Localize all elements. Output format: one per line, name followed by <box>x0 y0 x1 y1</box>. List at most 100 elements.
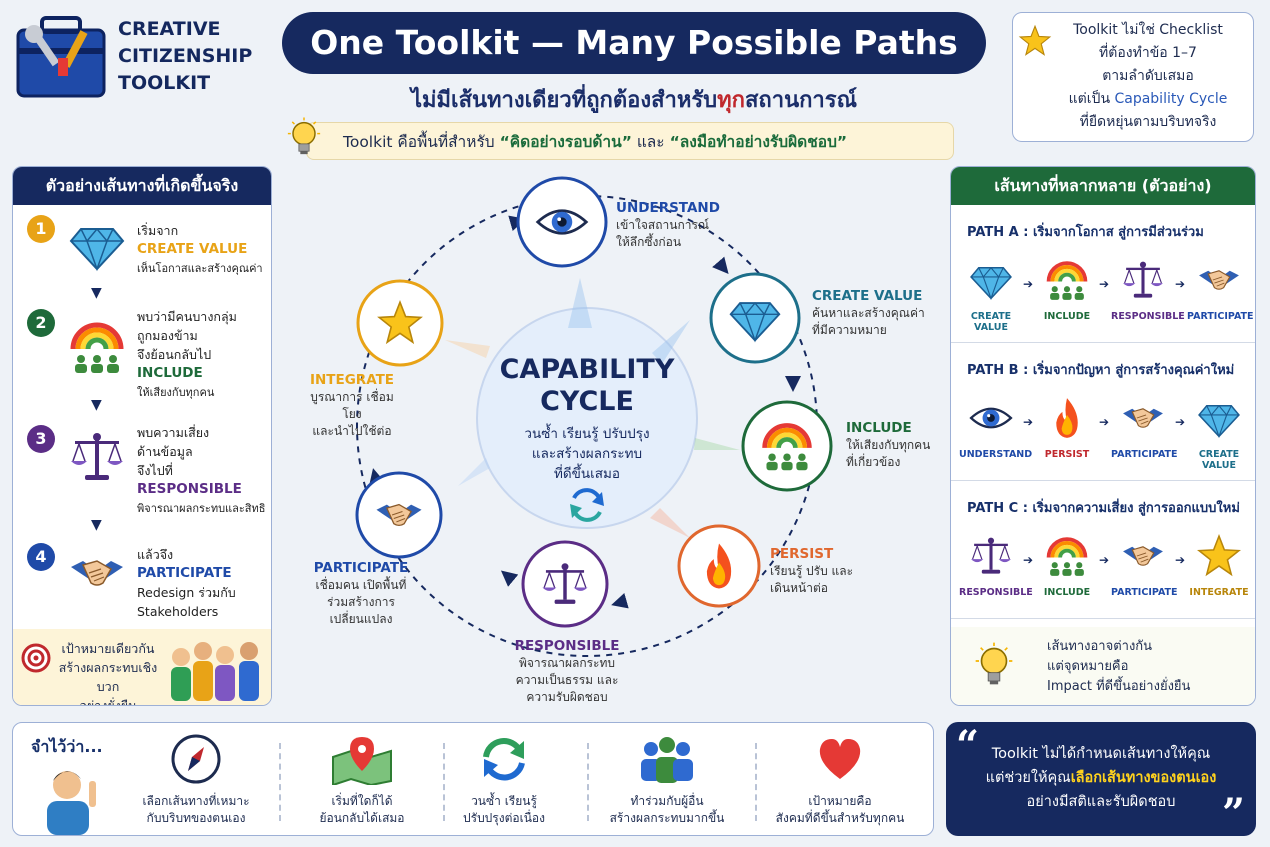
step-3-key: RESPONSIBLE <box>137 481 242 497</box>
checklist-note: Toolkit ไม่ใช่ Checklist ที่ต้องทำข้อ 1–… <box>1012 12 1254 142</box>
arrow-down-icon: ▼ <box>91 285 102 301</box>
remember-item-1-l1: เลือกเส้นทางที่เหมาะ <box>142 794 250 808</box>
logo-line-3: TOOLKIT <box>118 72 211 94</box>
path-item: INCLUDE <box>1035 257 1099 322</box>
step-2-key: INCLUDE <box>137 365 203 381</box>
path-item-label: PARTICIPATE <box>1111 587 1178 598</box>
path-b: PATH B : เริ่มจากปัญหา สู่การสร้างคุณค่า… <box>951 345 1255 481</box>
label-participate: PARTICIPATE เชื่อมคน เปิดพื้นที่ ร่วมสร้… <box>300 560 422 628</box>
path-item: INCLUDE <box>1035 533 1099 598</box>
step-4-line: แล้วจึง <box>137 547 174 562</box>
remember-item-4-l1: ทำร่วมกับผู้อื่น <box>630 794 704 808</box>
path-item-label: PERSIST <box>1044 449 1090 460</box>
various-paths-panel: เส้นทางที่หลากหลาย (ตัวอย่าง) PATH A : เ… <box>950 166 1256 706</box>
understand-desc-1: เข้าใจสถานการณ์ <box>616 218 710 232</box>
include-desc-2: ที่เกี่ยวข้อง <box>846 455 901 469</box>
path-c-title: PATH C : เริ่มจากความเสี่ยง สู่การออกแบบ… <box>967 501 1240 516</box>
path-item: RESPONSIBLE <box>1111 257 1185 322</box>
diamond-icon <box>67 215 127 275</box>
participate-desc-1: เชื่อมคน เปิดพื้นที่ <box>315 578 407 592</box>
label-create-value: CREATE VALUE ค้นหาและสร้างคุณค่า ที่มีคว… <box>812 288 925 339</box>
cycle-sub-3: ที่ดีขึ้นเสมอ <box>554 463 620 482</box>
quote-line-2b: เลือกเส้นทางของตนเอง <box>1070 770 1217 786</box>
rainbow-people-icon <box>1044 257 1090 303</box>
step-1-line: เริ่มจาก <box>137 223 179 238</box>
divider <box>443 743 445 821</box>
remember-item-5-l1: เป้าหมายคือ <box>808 794 872 808</box>
path-item-label: PARTICIPATE <box>1187 311 1254 322</box>
step-number: 3 <box>27 425 55 453</box>
arrow-right-icon: ➔ <box>1023 415 1034 429</box>
label-integrate: INTEGRATE บูรณาการ เชื่อมโยง และนำไปใช้ต… <box>304 372 400 440</box>
cycle-center <box>476 307 698 529</box>
arrow-right-icon: ➔ <box>1175 277 1186 291</box>
handshake-icon <box>67 543 127 603</box>
step-3-line-3: จึงไปที่ <box>137 463 173 478</box>
arrow-right-icon: ➔ <box>1099 553 1110 567</box>
people-group-icon <box>171 642 259 701</box>
step-1-key: CREATE VALUE <box>137 241 248 257</box>
right-foot-line-1: เส้นทางอาจต่างกัน <box>1047 639 1153 654</box>
left-foot-line-1: เป้าหมายเดียวกัน <box>61 641 155 656</box>
note-line-4: แต่เป็น Capability Cycle <box>1049 88 1247 111</box>
path-item-label: INTEGRATE <box>1189 587 1249 598</box>
divider <box>755 743 757 821</box>
people-icon <box>641 737 693 783</box>
left-foot-line-2: สร้างผลกระทบเชิงบวก <box>58 660 158 694</box>
remember-item-3: วนซ้ำ เรียนรู้ ปรับปรุงต่อเนื่อง <box>429 733 579 827</box>
refresh-icon <box>483 738 525 781</box>
handshake-icon <box>1120 395 1166 441</box>
path-item-label: UNDERSTAND <box>959 449 1033 460</box>
remember-item-3-l2: ปรับปรุงต่อเนื่อง <box>463 811 545 825</box>
step-2: 2 พบว่ามีคนบางกลุ่ม ถูกมองข้าม จึงย้อนกล… <box>13 301 271 413</box>
understand-key: UNDERSTAND <box>616 200 720 216</box>
integrate-desc-1: บูรณาการ เชื่อมโยง <box>310 390 394 421</box>
lightbulb-icon <box>282 112 326 164</box>
path-item: PARTICIPATE <box>1111 395 1178 460</box>
quote-line-3: อย่างมีสติและรับผิดชอบ <box>1026 794 1176 810</box>
persist-key: PERSIST <box>770 546 834 562</box>
handshake-icon <box>1120 533 1166 579</box>
label-include: INCLUDE ให้เสียงกับทุกคน ที่เกี่ยวข้อง <box>846 420 930 471</box>
toolkit-note-a: Toolkit คือพื้นที่สำหรับ <box>343 133 500 151</box>
person-pointing-icon <box>47 771 96 835</box>
path-item: INTEGRATE <box>1187 533 1251 598</box>
remember-item-1-l2: กับบริบทของตนเอง <box>146 811 246 825</box>
radial-arrows <box>445 278 740 538</box>
flame-icon <box>1044 395 1090 441</box>
path-a-title: PATH A : เริ่มจากโอกาส สู่การมีส่วนร่วม <box>967 225 1204 240</box>
arrow-right-icon: ➔ <box>1175 415 1186 429</box>
create-key: CREATE VALUE <box>812 288 923 304</box>
step-number: 4 <box>27 543 55 571</box>
responsible-desc-1: พิจารณาผลกระทบ <box>518 656 616 670</box>
step-3-desc: พิจารณาผลกระทบและสิทธิ <box>137 502 266 515</box>
star-icon <box>1018 24 1052 62</box>
arrow-right-icon: ➔ <box>1023 553 1034 567</box>
arrow-down-icon: ▼ <box>91 517 102 533</box>
subtitle-before: ไม่มีเส้นทางเดียวที่ถูกต้องสำหรับ <box>410 88 718 113</box>
scale-icon <box>968 533 1014 579</box>
path-item-label: PARTICIPATE <box>1111 449 1178 460</box>
persist-desc-2: เดินหน้าต่อ <box>770 581 828 595</box>
subtitle-highlight: ทุก <box>717 88 745 113</box>
path-b-title: PATH B : เริ่มจากปัญหา สู่การสร้างคุณค่า… <box>967 363 1235 378</box>
step-1: 1 เริ่มจาก CREATE VALUE เห็นโอกาสและสร้า… <box>13 209 271 321</box>
star-icon <box>1196 533 1242 579</box>
remember-item-5: เป้าหมายคือ สังคมที่ดีขึ้นสำหรับทุกคน <box>755 733 925 827</box>
map-pin-icon <box>332 737 392 785</box>
path-item-label: INCLUDE <box>1043 587 1091 598</box>
include-key: INCLUDE <box>846 420 912 436</box>
participate-key: PARTICIPATE <box>313 560 409 576</box>
step-1-desc: เห็นโอกาสและสร้างคุณค่า <box>137 262 263 275</box>
quote-line-1: Toolkit ไม่ได้กำหนดเส้นทางให้คุณ <box>991 746 1211 762</box>
rainbow-people-icon <box>1044 533 1090 579</box>
right-panel-footer: เส้นทางอาจต่างกัน แต่จุดหมายคือ Impact ท… <box>951 627 1255 705</box>
divider <box>587 743 589 821</box>
path-item: PARTICIPATE <box>1187 257 1254 322</box>
handshake-icon <box>1196 257 1242 303</box>
responsible-key: RESPONSIBLE <box>514 638 620 654</box>
persist-desc-1: เรียนรู้ ปรับ และ <box>770 564 854 578</box>
divider <box>279 743 281 821</box>
arrow-right-icon: ➔ <box>1023 277 1034 291</box>
remember-item-2-l1: เริ่มที่ใดก็ได้ <box>331 794 393 808</box>
